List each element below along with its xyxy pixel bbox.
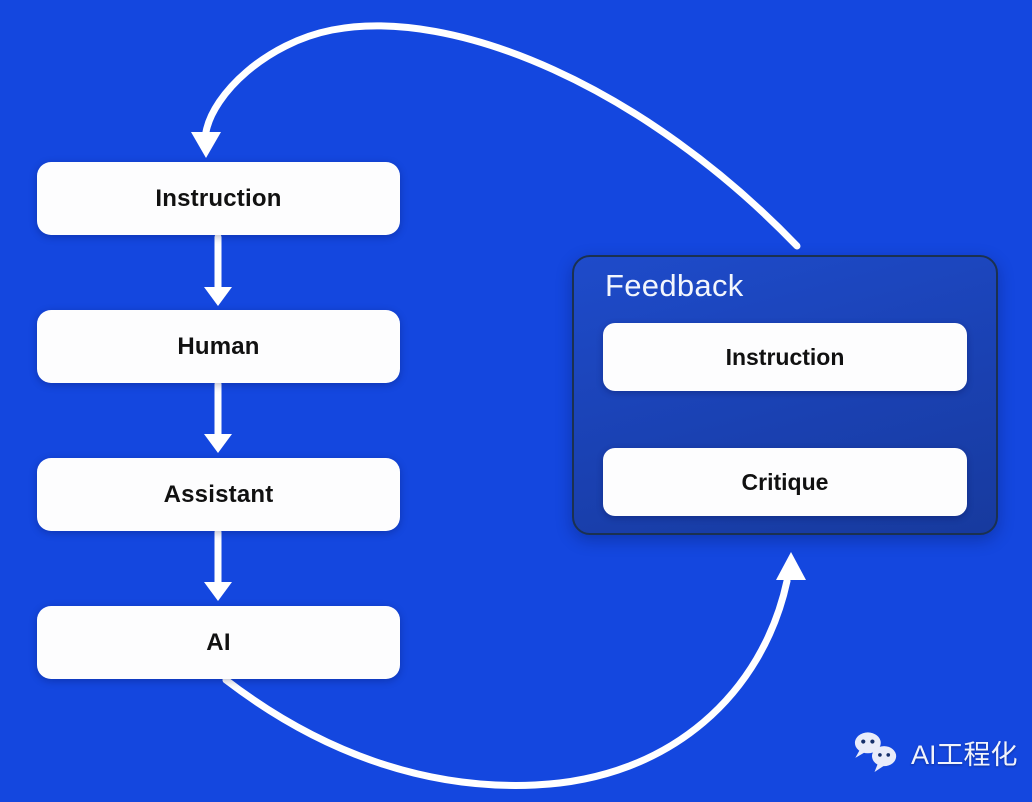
watermark-label: AI工程化 — [911, 739, 1018, 770]
flow-node-instruction-label: Instruction — [155, 184, 282, 212]
arrowhead-into-feedback — [776, 552, 806, 580]
arrowhead-into-instruction — [191, 132, 221, 158]
feedback-node-instruction-label: Instruction — [725, 343, 845, 370]
feedback-node-critique-label: Critique — [741, 468, 829, 495]
arrowhead-into-ai — [204, 582, 232, 601]
feedback-node-instruction: Instruction — [603, 323, 967, 391]
flow-node-assistant: Assistant — [37, 458, 400, 531]
feedback-node-critique: Critique — [603, 448, 967, 516]
arrowhead-into-human — [204, 287, 232, 306]
flow-node-instruction: Instruction — [37, 162, 400, 235]
flow-node-ai: AI — [37, 606, 400, 679]
flow-node-human: Human — [37, 310, 400, 383]
wechat-icon — [854, 732, 897, 772]
arrowhead-into-assistant — [204, 434, 232, 453]
feedback-to-instruction-curve — [202, 22, 801, 250]
watermark: AI工程化 — [852, 730, 1018, 774]
flow-node-assistant-label: Assistant — [163, 480, 274, 508]
ai-to-feedback-curve — [222, 577, 791, 789]
feedback-panel-title: Feedback — [605, 268, 744, 303]
feedback-panel: Feedback Instruction Critique — [572, 255, 998, 535]
flow-node-ai-label: AI — [206, 628, 231, 656]
flow-node-human-label: Human — [177, 332, 260, 360]
